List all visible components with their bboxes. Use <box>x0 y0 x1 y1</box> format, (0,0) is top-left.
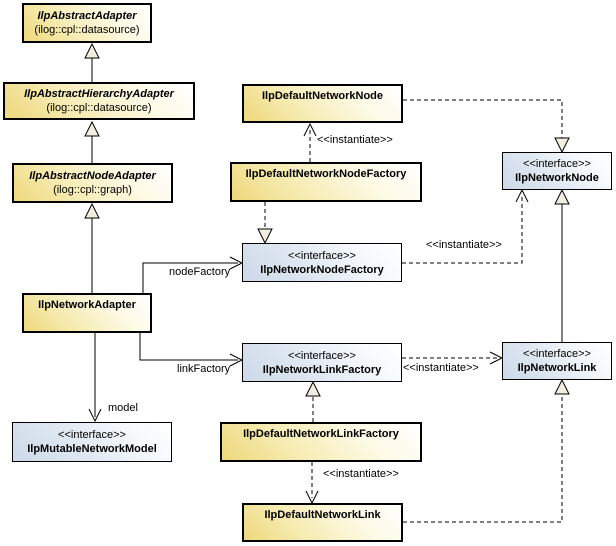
class-package: (ilog::cpl::datasource) <box>34 24 140 36</box>
interface-stereotype: <<interface>> <box>58 429 126 441</box>
class-box-ilp-default-network-link[interactable]: IlpDefaultNetworkLink <box>242 503 403 542</box>
edge-label-link-factory: linkFactory <box>177 363 231 375</box>
class-title: IlpDefaultNetworkLink <box>264 509 381 521</box>
class-box-ilp-abstract-adapter[interactable]: IlpAbstractAdapter (ilog::cpl::datasourc… <box>22 3 152 43</box>
interface-title: IlpNetworkNodeFactory <box>260 263 384 276</box>
dependency-arrow-nodefactory-instantiates-networknode <box>402 188 529 264</box>
class-box-ilp-abstract-node-adapter[interactable]: IlpAbstractNodeAdapter (ilog::cpl::graph… <box>12 163 173 203</box>
class-title: IlpAbstractNodeAdapter <box>29 170 156 182</box>
edge-label-instantiate-link: <<instantiate>> <box>323 468 399 480</box>
realization-arrow-defaultlink-to-networklink <box>403 378 570 523</box>
class-box-ilp-default-network-node[interactable]: IlpDefaultNetworkNode <box>242 84 403 123</box>
edge-label-model: model <box>108 402 138 414</box>
class-box-ilp-abstract-hierarchy-adapter[interactable]: IlpAbstractHierarchyAdapter (ilog::cpl::… <box>3 82 195 120</box>
interface-title: IlpNetworkLinkFactory <box>262 363 382 376</box>
association-arrow-model <box>88 333 102 423</box>
interface-box-ilp-network-link-factory[interactable]: <<interface>> IlpNetworkLinkFactory <box>242 343 402 382</box>
interface-box-ilp-mutable-network-model[interactable]: <<interface>> IlpMutableNetworkModel <box>12 422 172 462</box>
class-box-ilp-default-network-node-factory[interactable]: IlpDefaultNetworkNodeFactory <box>230 162 422 202</box>
class-title: IlpDefaultNetworkNode <box>261 90 383 102</box>
edge-label-instantiate-network-node: <<instantiate>> <box>426 239 502 251</box>
generalization-arrow-hierarchy-to-abstract <box>84 42 100 82</box>
edge-label-instantiate-node: <<instantiate>> <box>317 134 393 146</box>
interface-box-ilp-network-node[interactable]: <<interface>> IlpNetworkNode <box>502 152 612 190</box>
edge-label-instantiate-network-link: <<instantiate>> <box>403 362 479 374</box>
class-title: IlpNetworkAdapter <box>38 299 136 311</box>
class-title: IlpDefaultNetworkLinkFactory <box>243 428 399 440</box>
interface-stereotype: <<interface>> <box>523 348 591 360</box>
class-box-ilp-default-network-link-factory[interactable]: IlpDefaultNetworkLinkFactory <box>220 422 422 462</box>
interface-stereotype: <<interface>> <box>288 249 356 262</box>
interface-box-ilp-network-node-factory[interactable]: <<interface>> IlpNetworkNodeFactory <box>242 243 402 282</box>
interface-title: IlpMutableNetworkModel <box>27 443 157 455</box>
realization-arrow-defaultlinkfactory-to-linkfactory <box>305 380 321 422</box>
interface-title: IlpNetworkNode <box>515 172 599 184</box>
edge-label-node-factory: nodeFactory <box>169 266 231 278</box>
realization-arrow-defaultnodefactory-to-nodefactory <box>257 202 273 245</box>
class-box-ilp-network-adapter[interactable]: IlpNetworkAdapter <box>22 293 152 333</box>
class-title: IlpAbstractHierarchyAdapter <box>24 88 174 100</box>
generalization-arrow-networklink-to-networknode <box>554 188 570 342</box>
interface-stereotype: <<interface>> <box>523 158 591 170</box>
interface-title: IlpNetworkLink <box>517 362 597 374</box>
interface-stereotype: <<interface>> <box>288 349 356 362</box>
generalization-arrow-nodeadapter-to-hierarchy <box>84 120 100 163</box>
dependency-arrow-nodefactoryclass-instantiates-node <box>303 122 317 162</box>
dependency-arrow-linkfactoryclass-instantiates-link <box>305 462 319 505</box>
class-title: IlpDefaultNetworkNodeFactory <box>245 168 407 180</box>
association-arrow-linkfactory <box>139 333 244 367</box>
class-package: (ilog::cpl::datasource) <box>46 102 152 114</box>
interface-box-ilp-network-link[interactable]: <<interface>> IlpNetworkLink <box>502 342 612 380</box>
class-package: (ilog::cpl::graph) <box>53 184 132 196</box>
realization-arrow-defaultnode-to-networknode <box>403 99 570 154</box>
class-title: IlpAbstractAdapter <box>37 10 137 22</box>
generalization-arrow-networkadapter-to-nodeadapter <box>84 202 100 293</box>
